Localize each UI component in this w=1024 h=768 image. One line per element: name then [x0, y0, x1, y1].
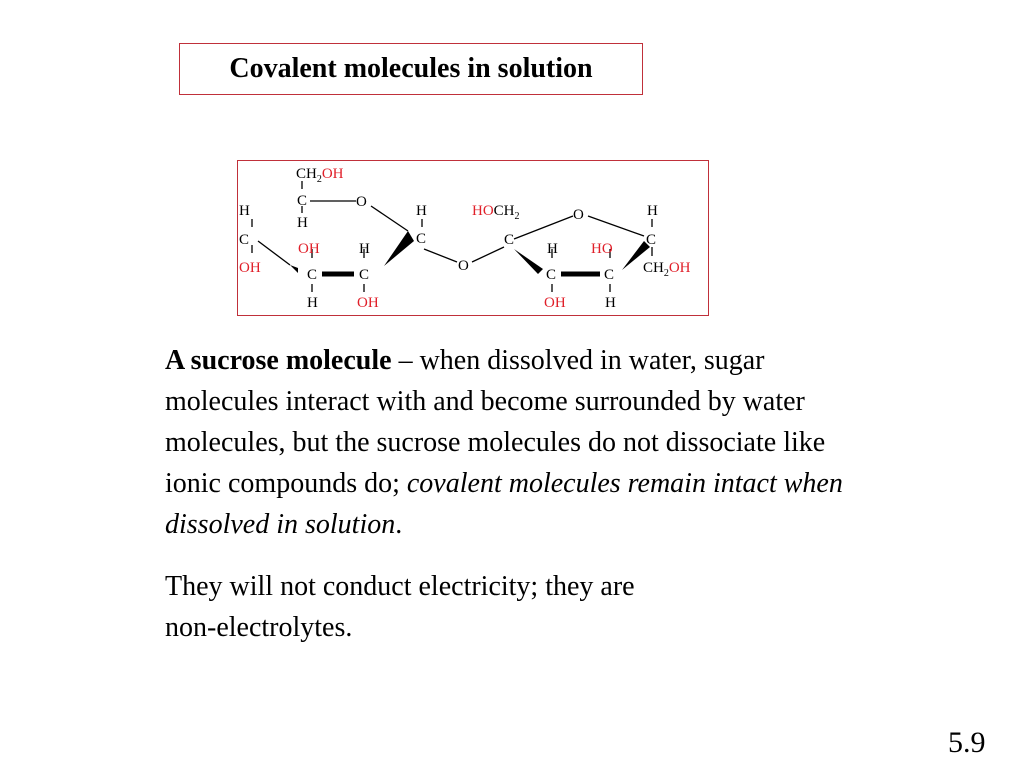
term-sucrose-molecule: A sucrose molecule [165, 345, 392, 376]
description-paragraph: A sucrose molecule – when dissolved in w… [165, 340, 845, 545]
conclusion-paragraph: They will not conduct electricity; they … [165, 566, 845, 648]
atom-labels: CH2OH C H O H C H C OH OH C H H C OH O H… [239, 166, 691, 311]
atom-h4: H [239, 203, 250, 219]
atom-c5-fructose: C [646, 232, 656, 248]
wedge-bonds [290, 231, 650, 274]
atom-ring-o-glucose: O [356, 194, 367, 210]
atom-ch2oh-right: CH2OH [643, 260, 691, 279]
emphasis-text: covalent molecules remain intact when di… [165, 468, 843, 540]
atom-c4: C [239, 232, 249, 248]
atom-c2-fructose: C [504, 232, 514, 248]
atom-c5: C [297, 193, 307, 209]
atom-h1: H [416, 203, 427, 219]
atom-c3: C [307, 267, 317, 283]
slide-number: 5.9 [948, 726, 986, 759]
atom-h4-fructose: H [605, 295, 616, 311]
atom-hoch2: HOCH2 [472, 203, 520, 222]
atom-ring-o-fructose: O [573, 207, 584, 223]
atom-c1: C [416, 231, 426, 247]
bond-lines [251, 181, 653, 292]
conclusion-line-2: non-electrolytes. [165, 612, 353, 643]
conclusion-line-1: They will not conduct electricity; they … [165, 571, 635, 602]
atom-h5: H [297, 215, 308, 231]
description-end: . [395, 509, 403, 540]
atom-h2: H [359, 241, 370, 257]
atom-oh2: OH [357, 295, 379, 311]
atom-oh4: OH [239, 260, 261, 276]
atom-c2: C [359, 267, 369, 283]
description-text: – when dissolved in water, sugar molecul… [165, 345, 826, 499]
atom-oh3: OH [298, 241, 320, 257]
atom-glycosidic-o: O [458, 258, 469, 274]
sucrose-structure-diagram: CH2OH C H O H C H C OH OH C H H C OH O H… [239, 166, 691, 311]
slide-body: A sucrose molecule – when dissolved in w… [165, 340, 845, 648]
sucrose-structure-figure: CH2OH C H O H C H C OH OH C H H C OH O H… [237, 160, 709, 316]
atom-c3-fructose: C [546, 267, 556, 283]
atom-ch2oh-top: CH2OH [296, 166, 344, 185]
atom-c4-fructose: C [604, 267, 614, 283]
slide-title-box: Covalent molecules in solution [179, 43, 643, 95]
atom-ho4-fructose: HO [591, 241, 613, 257]
atom-h5-fructose: H [647, 203, 658, 219]
atom-oh3-fructose: OH [544, 295, 566, 311]
slide-title: Covalent molecules in solution [229, 53, 593, 84]
atom-h3-fructose: H [547, 241, 558, 257]
atom-h3: H [307, 295, 318, 311]
